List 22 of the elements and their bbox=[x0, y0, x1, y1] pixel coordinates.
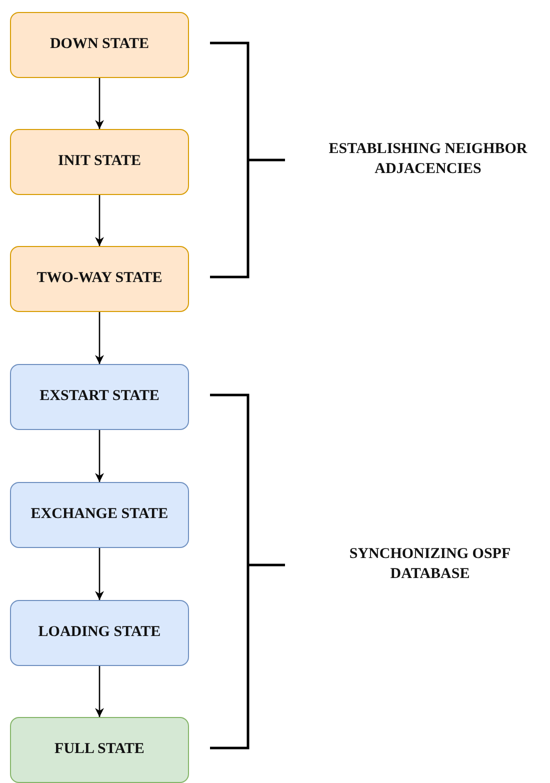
state-label: DOWN STATE bbox=[48, 36, 150, 54]
arrow bbox=[95, 78, 104, 129]
state-label: EXCHANGE STATE bbox=[30, 506, 170, 524]
group-label: ESTABLISHING NEIGHBOR ADJACENCIES bbox=[328, 140, 528, 178]
arrow bbox=[95, 195, 104, 246]
arrow bbox=[95, 312, 104, 364]
state-label: LOADING STATE bbox=[37, 624, 162, 642]
state-label: INIT STATE bbox=[57, 153, 142, 171]
state-box bbox=[10, 600, 189, 666]
state-box bbox=[10, 129, 189, 195]
group-label: SYNCHONIZING OSPF DATABASE bbox=[348, 545, 512, 584]
arrow bbox=[95, 548, 104, 600]
state-box bbox=[10, 482, 189, 548]
state-box bbox=[10, 717, 189, 783]
state-box bbox=[10, 364, 189, 430]
state-box bbox=[10, 246, 189, 312]
arrow bbox=[95, 666, 104, 717]
state-label: EXSTART STATE bbox=[38, 388, 160, 406]
state-label: FULL STATE bbox=[54, 741, 146, 759]
state-box bbox=[10, 12, 189, 78]
arrow bbox=[95, 430, 104, 482]
state-label: TWO-WAY STATE bbox=[36, 270, 164, 288]
